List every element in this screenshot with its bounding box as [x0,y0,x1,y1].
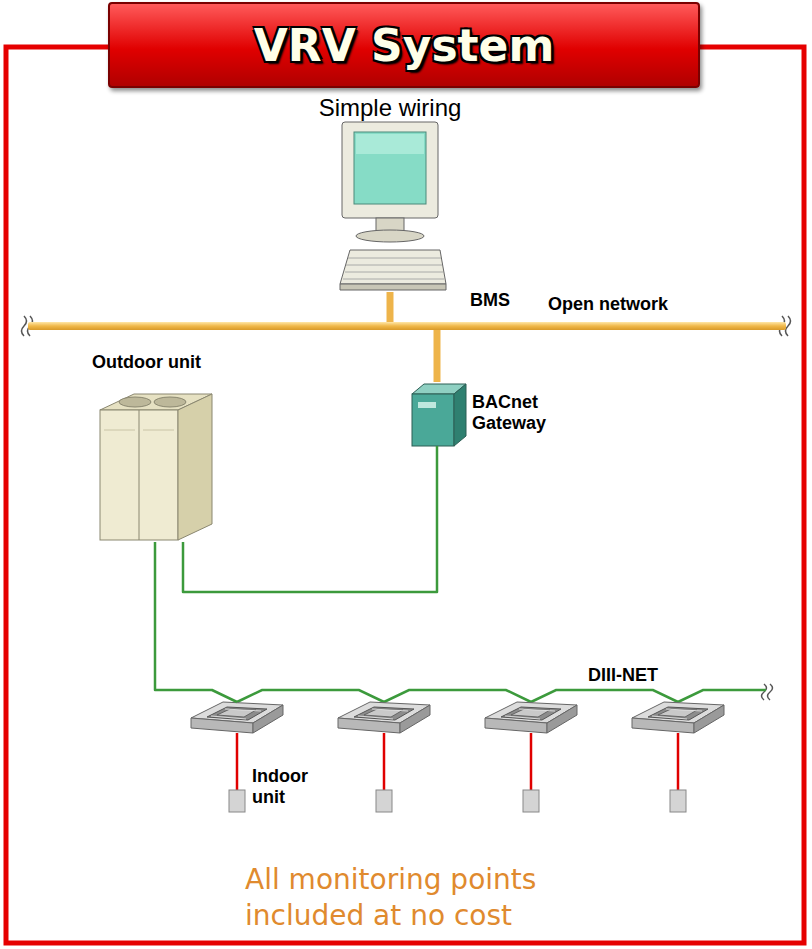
break-mark [22,316,791,700]
node-label: Open network [548,294,698,315]
indoor-unit [485,702,577,812]
indoor-unit [191,702,283,812]
title-banner: VRV System [108,2,700,88]
network-name: DIII-NET [588,664,698,687]
network-pipe [28,322,786,330]
title: VRV System [254,20,555,71]
network-drop [434,330,441,382]
network-bus: Open network [28,292,786,332]
computer-icon [340,122,446,290]
indoor-unit: Indoor unit [192,696,332,820]
control-wire [183,446,437,592]
outdoor-unit-icon [100,394,212,540]
node-label: BMS [470,290,530,311]
control-wire [155,542,237,702]
outdoor-unit: Outdoor unit [92,352,224,544]
note-text: Simple wiring [290,92,490,123]
node-label: Indoor unit [252,766,327,807]
indoor-unit [338,702,430,812]
bus-wire [237,690,766,702]
highlight-note: All monitoring points included at no cos… [245,862,625,935]
node-label: BACnet Gateway [472,392,567,433]
frame [6,47,804,943]
bms-computer: BMS [330,118,532,314]
gateway-icon [412,384,466,446]
indoor-unit [632,702,724,812]
network-drop [387,292,394,322]
bacnet-gateway: BACnet Gateway [402,382,582,448]
node-label: Outdoor unit [92,352,222,373]
indoor-unit-icons [191,702,724,812]
